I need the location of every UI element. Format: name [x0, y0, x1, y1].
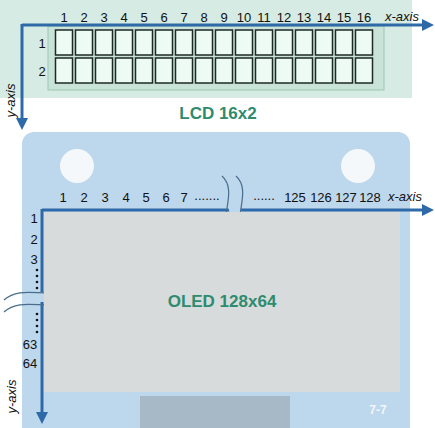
row-number: 1	[30, 212, 37, 225]
column-number: 2	[80, 191, 87, 204]
column-number: 7	[180, 191, 187, 204]
arrow-head	[422, 19, 434, 31]
column-number: 5	[140, 11, 147, 24]
character-cell	[96, 30, 113, 55]
character-cell	[76, 58, 93, 83]
character-cell	[356, 58, 373, 83]
character-cell	[356, 30, 373, 55]
row-number: 3	[30, 253, 37, 266]
character-cell	[296, 30, 313, 55]
character-cell	[156, 30, 173, 55]
ellipsis-dots	[36, 269, 39, 334]
screen-title: OLED 128x64	[168, 292, 277, 312]
row-number: 2	[30, 233, 37, 246]
character-cell	[196, 30, 213, 55]
character-cell	[196, 58, 213, 83]
column-number: 4	[120, 11, 127, 24]
column-number: 5	[142, 191, 149, 204]
column-number: 1	[59, 191, 66, 204]
arrow-head	[422, 204, 434, 216]
mount-hole	[60, 149, 94, 183]
column-number: 125	[284, 191, 306, 204]
axis-name: y-axis	[6, 379, 19, 413]
character-cell	[216, 30, 233, 55]
character-cell	[236, 30, 253, 55]
mount-hole	[341, 149, 375, 183]
column-number: 3	[100, 11, 107, 24]
column-number: 8	[200, 11, 207, 24]
character-cell	[76, 30, 93, 55]
y-axis-line	[21, 24, 24, 120]
column-number: 7	[180, 11, 187, 24]
arrow-head	[36, 412, 48, 424]
row-number: 2	[38, 65, 45, 78]
ribbon-cable	[140, 396, 290, 428]
character-cell	[236, 58, 253, 83]
column-number: 1	[60, 11, 67, 24]
column-number: 2	[80, 11, 87, 24]
character-cell	[176, 30, 193, 55]
column-number: 16	[357, 11, 371, 24]
column-number: 14	[317, 11, 331, 24]
axis-name: x-axis	[388, 190, 422, 203]
board-marking: 7-7	[369, 404, 386, 416]
column-number: 4	[122, 191, 129, 204]
column-number: 3	[101, 191, 108, 204]
row-number: 64	[23, 357, 37, 370]
column-number: 10	[237, 11, 251, 24]
column-number: 6	[162, 191, 169, 204]
x-axis-line	[22, 24, 424, 27]
column-number: 13	[297, 11, 311, 24]
character-cell	[336, 58, 353, 83]
row-number: 63	[23, 338, 37, 351]
character-cell	[176, 58, 193, 83]
character-cell	[336, 30, 353, 55]
character-cell	[96, 58, 113, 83]
column-number: 6	[160, 11, 167, 24]
lcd-cells	[56, 30, 373, 83]
character-cell	[276, 30, 293, 55]
lcd-board	[0, 0, 412, 98]
arrow-head	[16, 118, 28, 130]
character-cell	[136, 58, 153, 83]
character-cell	[296, 58, 313, 83]
column-number: 127	[335, 191, 357, 204]
axis-name: y-axis	[5, 83, 18, 117]
column-number: 126	[310, 191, 332, 204]
column-number: 15	[337, 11, 351, 24]
character-cell	[116, 58, 133, 83]
character-cell	[316, 30, 333, 55]
ellipsis: .......	[194, 189, 219, 202]
character-cell	[56, 30, 73, 55]
character-cell	[256, 30, 273, 55]
axis-name: x-axis	[385, 10, 419, 23]
lcd-bezel	[48, 26, 384, 90]
module-title: LCD 16x2	[179, 105, 256, 122]
column-number: 128	[359, 191, 381, 204]
character-cell	[116, 30, 133, 55]
character-cell	[216, 58, 233, 83]
ellipsis: ......	[253, 189, 275, 202]
oled-board	[22, 132, 410, 428]
column-number: 12	[277, 11, 291, 24]
column-number: 11	[257, 11, 271, 24]
character-cell	[136, 30, 153, 55]
character-cell	[56, 58, 73, 83]
character-cell	[316, 58, 333, 83]
character-cell	[156, 58, 173, 83]
row-number: 1	[38, 37, 45, 50]
character-cell	[256, 58, 273, 83]
column-number: 9	[220, 11, 227, 24]
oled-screen: OLED 128x64	[44, 212, 400, 392]
character-cell	[276, 58, 293, 83]
